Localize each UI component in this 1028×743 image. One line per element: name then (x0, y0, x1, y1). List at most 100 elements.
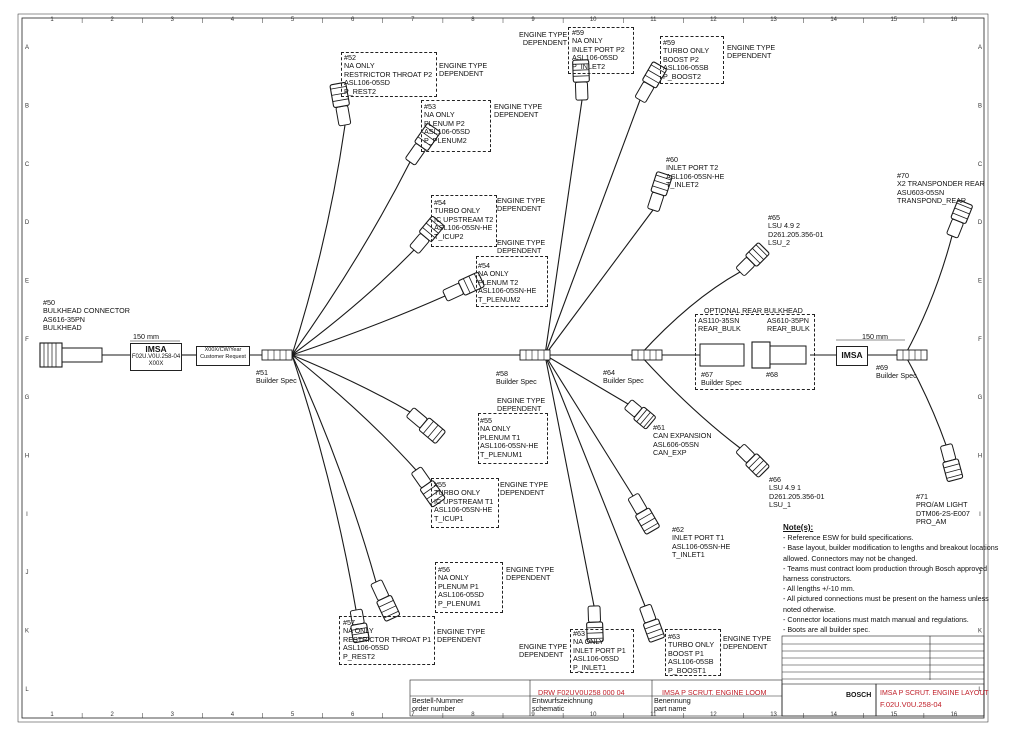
connector-ring (946, 473, 963, 479)
splice-67-label: #67 Builder Spec (701, 370, 742, 388)
connector-55b-box (431, 478, 499, 528)
dimension-lines (130, 339, 905, 342)
connector-50-label: #50 BULKHEAD CONNECTOR AS616-35PN BULKHE… (43, 298, 130, 333)
connector-shell (950, 199, 973, 224)
grid-col-label: 3 (171, 712, 175, 718)
connector-63b-label: #63 TURBO ONLY BOOST P1 ASL106-05SB P_BO… (668, 632, 715, 675)
connector-57-dependency: ENGINE TYPE DEPENDENT (437, 627, 486, 645)
connector-70-label: #70 X2 TRANSPONDER REAR ASU603-05SN TRAN… (897, 171, 985, 206)
harness-wire (291, 354, 357, 611)
connector-ring (655, 174, 672, 181)
harness-wire (904, 235, 953, 356)
grid-col-label: 15 (890, 712, 897, 718)
connector-54b-dependency: ENGINE TYPE DEPENDENT (497, 238, 546, 256)
splice-51-body (261, 349, 293, 361)
connector-55b-body (411, 466, 446, 508)
harness-wire (291, 249, 415, 356)
connector-55a-label: #55 NA ONLY PLENUM T1 ASL106-05SN-HE T_P… (480, 416, 539, 459)
grid-row-label: A (25, 45, 29, 51)
connector-ring (417, 136, 432, 147)
connector-ring (945, 468, 961, 474)
connector-59b-label: #59 TURBO ONLY BOOST P2 ASL106-05SB P_BO… (663, 38, 710, 81)
connector-ring (422, 421, 434, 434)
connector-ring (468, 275, 476, 291)
connector-63b-dependency: ENGINE TYPE DEPENDENT (723, 634, 772, 652)
imsa-right-label: IMSA (836, 346, 868, 366)
title-block-sheet (875, 683, 985, 717)
grid-col-label: 14 (830, 17, 837, 23)
schematic-en: schematic (532, 704, 565, 713)
note-item: - All pictured connections must be prese… (783, 594, 989, 614)
connector-63a-body (586, 605, 604, 643)
connector-55b-dependency: ENGINE TYPE DEPENDENT (500, 480, 549, 498)
connector-59a-box (568, 27, 634, 74)
connector-ring (752, 248, 764, 260)
order-number-en: order number (412, 704, 456, 713)
grid-col-label: 13 (770, 17, 777, 23)
connector-ring (637, 512, 653, 522)
grid-row-label: F (978, 337, 982, 343)
connector-54b-box (476, 256, 548, 307)
grid-row-label: K (978, 629, 982, 635)
connector-ring (463, 278, 471, 294)
connector-shell (643, 618, 665, 643)
part-name-de: Benennung (654, 696, 691, 705)
grid-labels: 1122334455667788991010111112121313141415… (25, 17, 983, 718)
harness-wire (544, 354, 595, 607)
splice-64-label: #64 Builder Spec (603, 368, 644, 386)
connector-54a-box (431, 195, 497, 247)
rear-bulkhead-left (699, 343, 745, 367)
splice-sleeve (519, 349, 551, 361)
grid-col-label: 1 (50, 17, 54, 23)
grid-col-label: 7 (411, 712, 415, 718)
connector-65-label: #65 LSU 4.9 2 D261.205.356-01 LSU_2 (768, 213, 824, 248)
connector-ring (650, 64, 666, 74)
grid-row-label: E (25, 279, 29, 285)
connector-ring (748, 251, 761, 264)
connector-56-box (435, 562, 503, 613)
harness-wire (544, 99, 583, 356)
splice-58-label: #58 Builder Spec (496, 369, 537, 387)
connector-ring (425, 222, 439, 234)
connector-71-body (940, 443, 964, 482)
harness-wire (291, 124, 346, 356)
connector-ring (332, 98, 349, 102)
grid-col-label: 5 (291, 712, 295, 718)
grid-col-label: 2 (111, 712, 115, 718)
connector-shell (586, 621, 604, 643)
bulkhead-shell (39, 342, 63, 368)
part-name-en: part name (654, 704, 687, 713)
grid-row-label: K (25, 629, 29, 635)
harness-wire (544, 99, 641, 356)
splice-64-body (631, 349, 663, 361)
connector-shell (745, 453, 770, 478)
grid-row-label: E (978, 279, 982, 285)
connector-ring (643, 522, 659, 532)
connector-shell (942, 458, 964, 482)
connector-shell (418, 417, 446, 444)
connector-62-body (628, 493, 660, 535)
grid-col-label: 9 (531, 17, 535, 23)
connector-70-body (946, 199, 973, 239)
grid-col-label: 11 (650, 712, 657, 718)
grid-row-label: L (25, 687, 29, 693)
splice-68-label: #68 (766, 370, 778, 379)
grid-row-label: G (25, 395, 30, 401)
connector-56-label: #56 NA ONLY PLENUM P1 ASL106-05SD P_PLEN… (438, 565, 484, 608)
grid-row-label: J (26, 570, 29, 576)
connector-ring (644, 74, 660, 84)
optional-rear-bulkhead-box (695, 314, 815, 390)
connector-56-dependency: ENGINE TYPE DEPENDENT (506, 565, 555, 583)
connector-ring (646, 628, 662, 635)
note-item: - Boots are all builder spec. (783, 625, 871, 635)
connector-ring (351, 627, 368, 631)
connector-ring (954, 207, 970, 215)
connector-63a-dependency: ENGINE TYPE DEPENDENT (519, 642, 568, 660)
grid-col-label: 5 (291, 17, 295, 23)
grid-col-label: 13 (770, 712, 777, 718)
connector-55a-box (478, 413, 548, 464)
bulkhead-boot (61, 347, 103, 363)
connector-ring (748, 456, 761, 469)
connector-ring (644, 623, 661, 630)
